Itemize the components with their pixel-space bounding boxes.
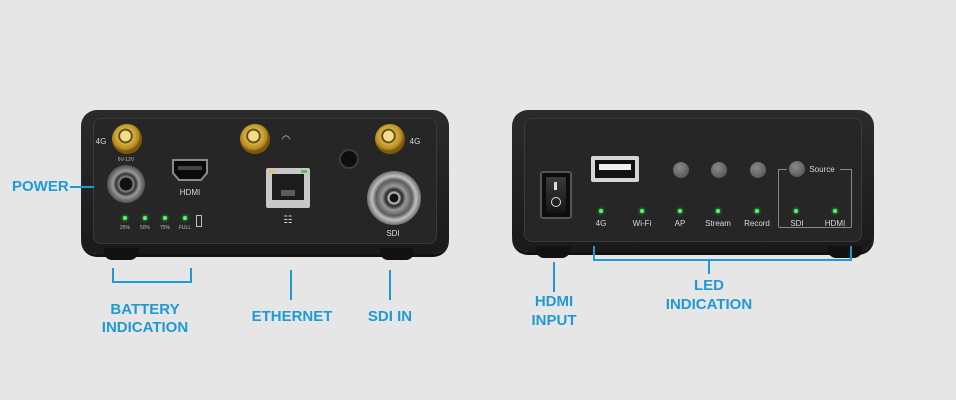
callout-power-line bbox=[70, 186, 94, 188]
power-rating-label: 6V-12V bbox=[117, 157, 135, 163]
record-button[interactable] bbox=[750, 162, 766, 178]
callout-sdi-line bbox=[389, 270, 391, 300]
encoder-front-panel bbox=[512, 110, 874, 252]
source-button[interactable] bbox=[789, 161, 805, 177]
led-stream bbox=[716, 209, 720, 213]
indicator-label: Record bbox=[744, 219, 770, 228]
led-sdi bbox=[794, 209, 798, 213]
ethernet-port[interactable] bbox=[266, 168, 310, 208]
battery-led-label: 25% bbox=[119, 225, 130, 231]
antenna-connector-wifi bbox=[240, 124, 270, 154]
wifi-icon: ◠ bbox=[281, 134, 291, 145]
callout-led-bracket-right bbox=[850, 246, 852, 260]
callout-power: POWER bbox=[12, 178, 69, 195]
callout-sdi-in: SDI IN bbox=[367, 308, 413, 325]
indicator-label: Wi-Fi bbox=[632, 219, 652, 228]
antenna-label-left: 4G bbox=[95, 137, 107, 146]
antenna-connector-4g-left bbox=[112, 124, 142, 154]
antenna-connector-4g-right bbox=[375, 124, 405, 154]
power-rocker-switch[interactable] bbox=[540, 171, 572, 219]
callout-hdmi-input-line1: HDMI bbox=[534, 293, 574, 310]
battery-led-label: 75% bbox=[159, 225, 170, 231]
antenna-label-right: 4G bbox=[409, 137, 421, 146]
callout-hdmi-input-line2: INPUT bbox=[531, 312, 577, 329]
source-button-label: Source bbox=[809, 165, 835, 174]
network-icon: ☷ bbox=[283, 215, 293, 226]
front-panel-face bbox=[524, 118, 862, 242]
hdmi-port-label: HDMI bbox=[179, 188, 201, 197]
device-foot bbox=[536, 246, 570, 258]
battery-led-50 bbox=[143, 216, 147, 220]
callout-battery-line1: BATTERY bbox=[110, 301, 180, 318]
callout-ethernet: ETHERNET bbox=[251, 308, 333, 325]
indicator-label: Stream bbox=[705, 219, 731, 228]
led-ap bbox=[678, 209, 682, 213]
indicator-label: 4G bbox=[595, 219, 607, 228]
callout-led-stem bbox=[708, 260, 710, 274]
usb-port[interactable] bbox=[591, 156, 639, 182]
callout-led-bracket bbox=[593, 259, 852, 261]
callout-led-line1: LED bbox=[694, 277, 724, 294]
battery-led-75 bbox=[163, 216, 167, 220]
callout-battery-bracket bbox=[112, 281, 192, 283]
power-jack[interactable] bbox=[107, 165, 145, 203]
indicator-label: SDI bbox=[790, 219, 804, 228]
led-wifi bbox=[640, 209, 644, 213]
led-record bbox=[755, 209, 759, 213]
callout-battery-line2: INDICATION bbox=[101, 319, 189, 336]
battery-led-label: 50% bbox=[139, 225, 150, 231]
led-4g bbox=[599, 209, 603, 213]
battery-led-label: FULL bbox=[178, 225, 192, 231]
sdi-port-label: SDI bbox=[386, 229, 400, 238]
sdi-bnc-connector[interactable] bbox=[367, 171, 421, 225]
round-button[interactable] bbox=[339, 149, 359, 169]
battery-icon bbox=[196, 215, 202, 227]
hdmi-port[interactable] bbox=[172, 159, 208, 181]
callout-battery-bracket-left bbox=[112, 268, 114, 282]
led-hdmi bbox=[833, 209, 837, 213]
source-group-frame-top-left bbox=[778, 169, 787, 170]
device-foot bbox=[104, 248, 138, 260]
battery-led-25 bbox=[123, 216, 127, 220]
device-foot bbox=[828, 246, 862, 258]
callout-hdmi-input-line bbox=[553, 262, 555, 292]
source-group-frame bbox=[778, 169, 852, 228]
ap-button[interactable] bbox=[673, 162, 689, 178]
battery-led-full bbox=[183, 216, 187, 220]
callout-ethernet-line bbox=[290, 270, 292, 300]
callout-battery-bracket-right bbox=[190, 268, 192, 282]
indicator-label: AP bbox=[674, 219, 686, 228]
callout-led-line2: INDICATION bbox=[665, 296, 753, 313]
indicator-label: HDMI bbox=[824, 219, 846, 228]
device-foot bbox=[380, 248, 414, 260]
stream-button[interactable] bbox=[711, 162, 727, 178]
source-group-frame-top-right bbox=[840, 169, 851, 170]
callout-led-bracket-left bbox=[593, 246, 595, 260]
